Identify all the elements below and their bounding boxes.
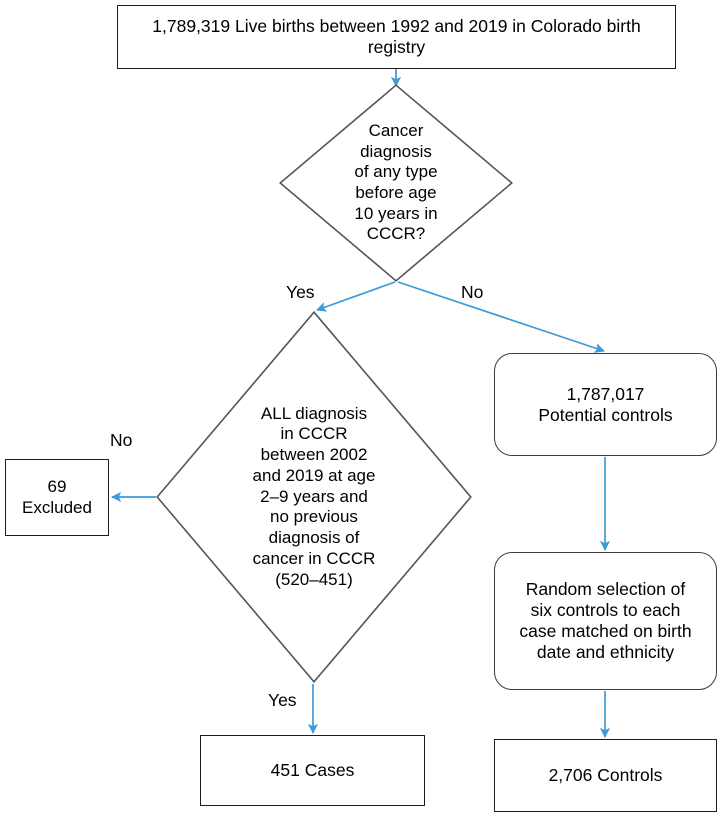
node-potential-controls-label: 1,787,017 Potential controls xyxy=(538,383,673,425)
edge-label-cancer-no: No xyxy=(461,282,484,302)
diamond-shape-cancer xyxy=(279,84,513,282)
edge-label-all-yes: Yes xyxy=(268,690,297,710)
node-cancer-diagnosis-label: Cancer diagnosis of any type before age … xyxy=(354,120,438,244)
edge-cancer-yes-to-all xyxy=(316,281,396,312)
node-live-births-label: 1,789,319 Live births between 1992 and 2… xyxy=(152,16,641,57)
edge-label-all-no: No xyxy=(110,430,133,450)
node-all-diagnosis-label: ALL diagnosis in CCCR between 2002 and 2… xyxy=(252,403,376,589)
node-random-selection: Random selection of six controls to each… xyxy=(494,552,717,690)
node-cancer-diagnosis-decision: Cancer diagnosis of any type before age … xyxy=(279,84,513,282)
diamond-shape-all xyxy=(156,311,472,683)
node-excluded-label: 69 Excluded xyxy=(22,477,92,517)
node-all-diagnosis-decision: ALL diagnosis in CCCR between 2002 and 2… xyxy=(156,311,472,683)
node-random-selection-label: Random selection of six controls to each… xyxy=(519,579,692,662)
node-cases-label: 451 Cases xyxy=(270,760,355,780)
node-cases: 451 Cases xyxy=(200,735,425,806)
edge-label-cancer-yes: Yes xyxy=(286,282,315,302)
node-live-births: 1,789,319 Live births between 1992 and 2… xyxy=(117,5,676,69)
node-controls: 2,706 Controls xyxy=(494,739,717,812)
node-controls-label: 2,706 Controls xyxy=(548,765,663,785)
node-potential-controls: 1,787,017 Potential controls xyxy=(494,353,717,456)
node-excluded: 69 Excluded xyxy=(5,459,109,536)
